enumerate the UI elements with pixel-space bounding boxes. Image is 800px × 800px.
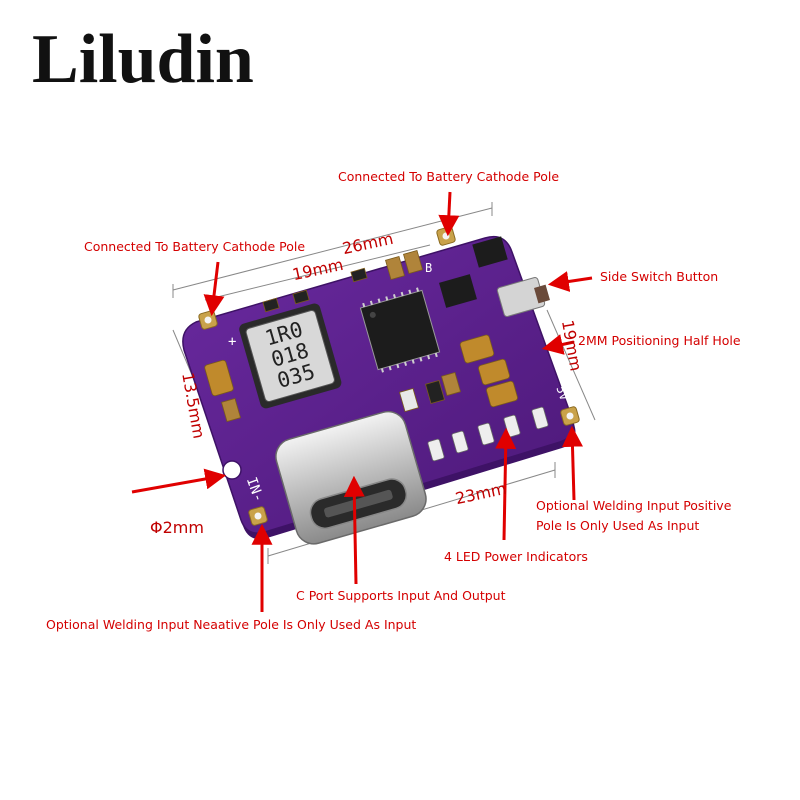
silk-plus-label: +	[228, 334, 236, 350]
silk-b-label: B	[425, 261, 432, 275]
callout-welding-positive-2: Pole Is Only Used As Input	[536, 518, 700, 533]
callout-led-indicators: 4 LED Power Indicators	[444, 549, 588, 564]
transistors	[439, 236, 508, 308]
callout-side-switch: Side Switch Button	[600, 269, 719, 284]
callout-positioning-hole: 2MM Positioning Half Hole	[578, 333, 741, 348]
callout-battery-cathode-left: Connected To Battery Cathode Pole	[84, 239, 306, 254]
callout-battery-cathode-top: Connected To Battery Cathode Pole	[338, 169, 560, 184]
positioning-half-hole	[222, 460, 242, 480]
silk-5v-label: 5V	[553, 384, 571, 402]
callout-arrows	[131, 191, 593, 612]
callout-welding-negative: Optional Welding Input Neaative Pole Is …	[46, 617, 417, 632]
main-ic-chip	[359, 287, 441, 373]
brand-logo: Liludin	[32, 21, 254, 98]
dim-hole-diameter: Φ2mm	[150, 518, 204, 537]
callout-welding-positive-1: Optional Welding Input Positive	[536, 498, 732, 513]
inductor: 1R0 018 035	[239, 303, 342, 409]
side-switch-button	[496, 277, 550, 317]
silkscreen-text: IN- + B 5V	[228, 261, 571, 504]
callout-c-port: C Port Supports Input And Output	[296, 588, 506, 603]
smd-components	[204, 249, 518, 423]
